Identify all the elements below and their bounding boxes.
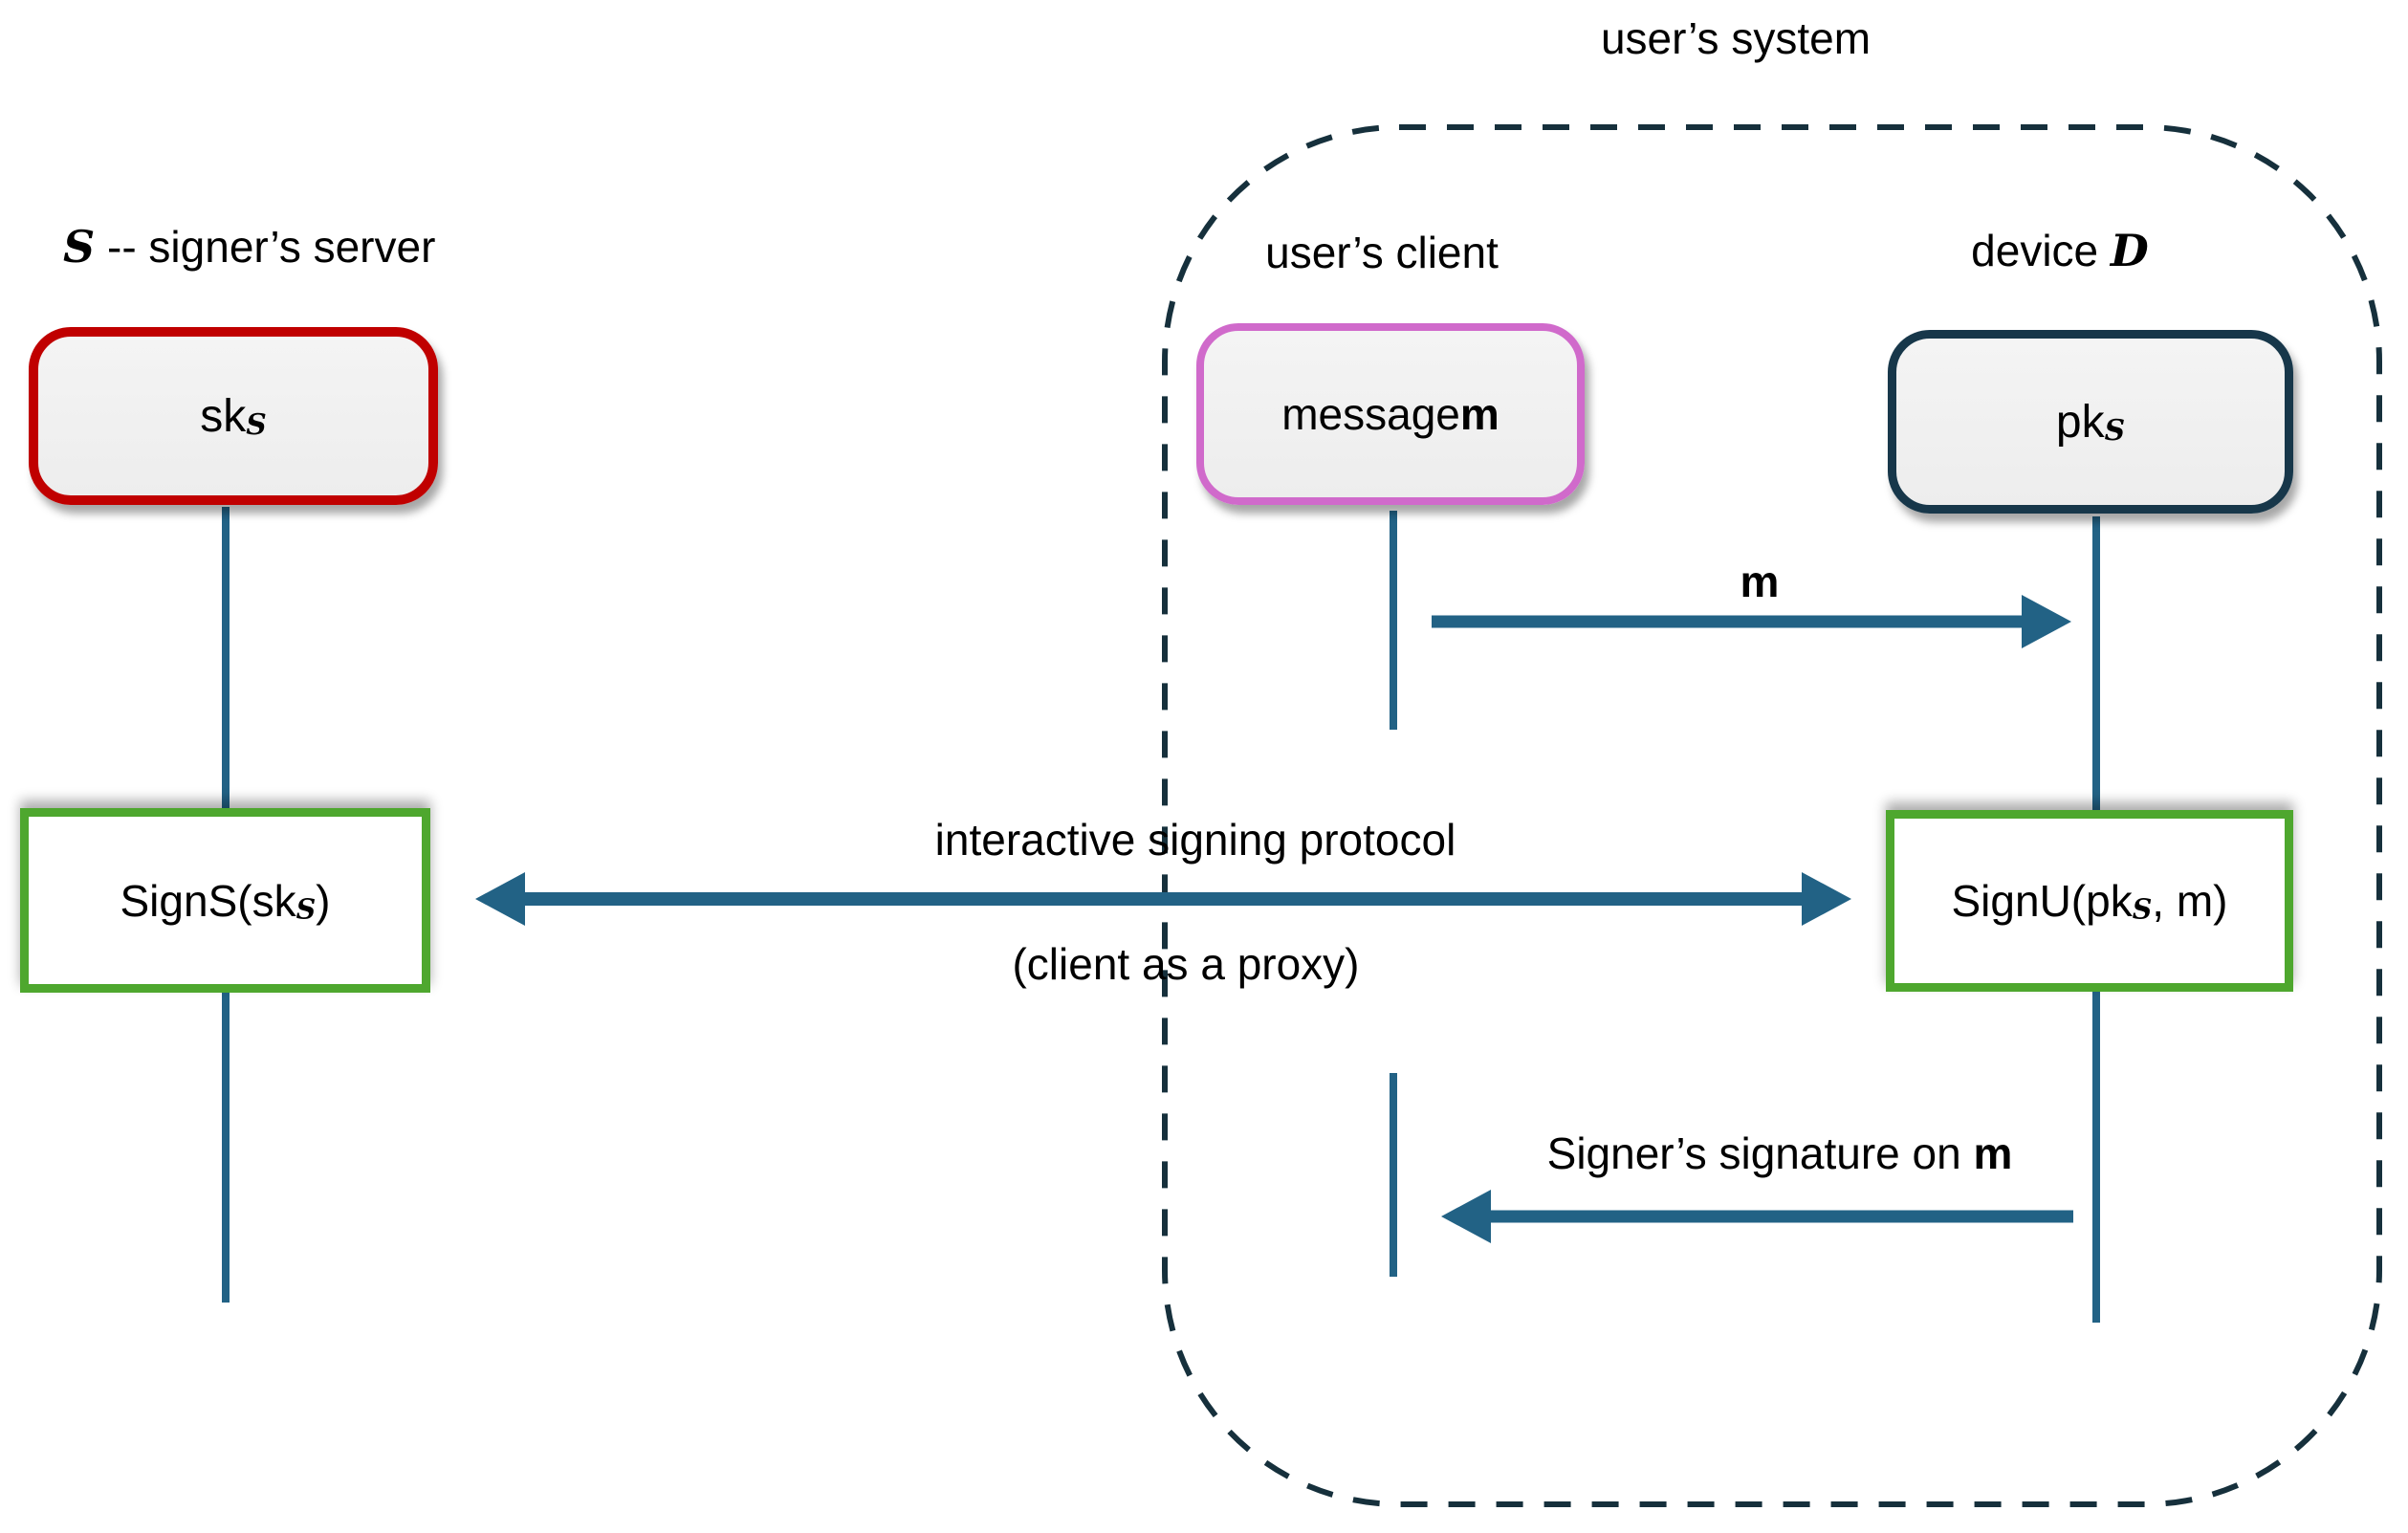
m-arrow (1432, 595, 2071, 648)
device-label: device D (1971, 225, 2149, 276)
signer-server-label: S -- signer’s server (63, 221, 436, 273)
interactive-protocol-arrow (475, 872, 1851, 926)
message-m: m (1459, 389, 1500, 439)
sk-subscript-s: S (246, 407, 267, 442)
m-arrow-label: m (1740, 557, 1780, 606)
signature-m: m (1973, 1128, 2013, 1178)
message-box: message m (1196, 323, 1585, 505)
script-d-glyph: D (2110, 225, 2149, 276)
signature-arrow (1441, 1190, 2073, 1243)
signature-arrow-label: Signer’s signature on m (1546, 1128, 2013, 1178)
users-system-title: user’s system (1600, 13, 1872, 63)
protocol-label-line2: (client as a proxy) (1012, 939, 1360, 989)
protocol-label-line1: interactive signing protocol (934, 815, 1456, 865)
sign-s-subscript-s: S (296, 892, 317, 926)
script-s-glyph: S (63, 221, 96, 273)
users-client-label: user’s client (1265, 228, 1499, 277)
sign-u-subscript-s: S (2132, 892, 2153, 926)
pk-subscript-s: S (2104, 413, 2126, 448)
